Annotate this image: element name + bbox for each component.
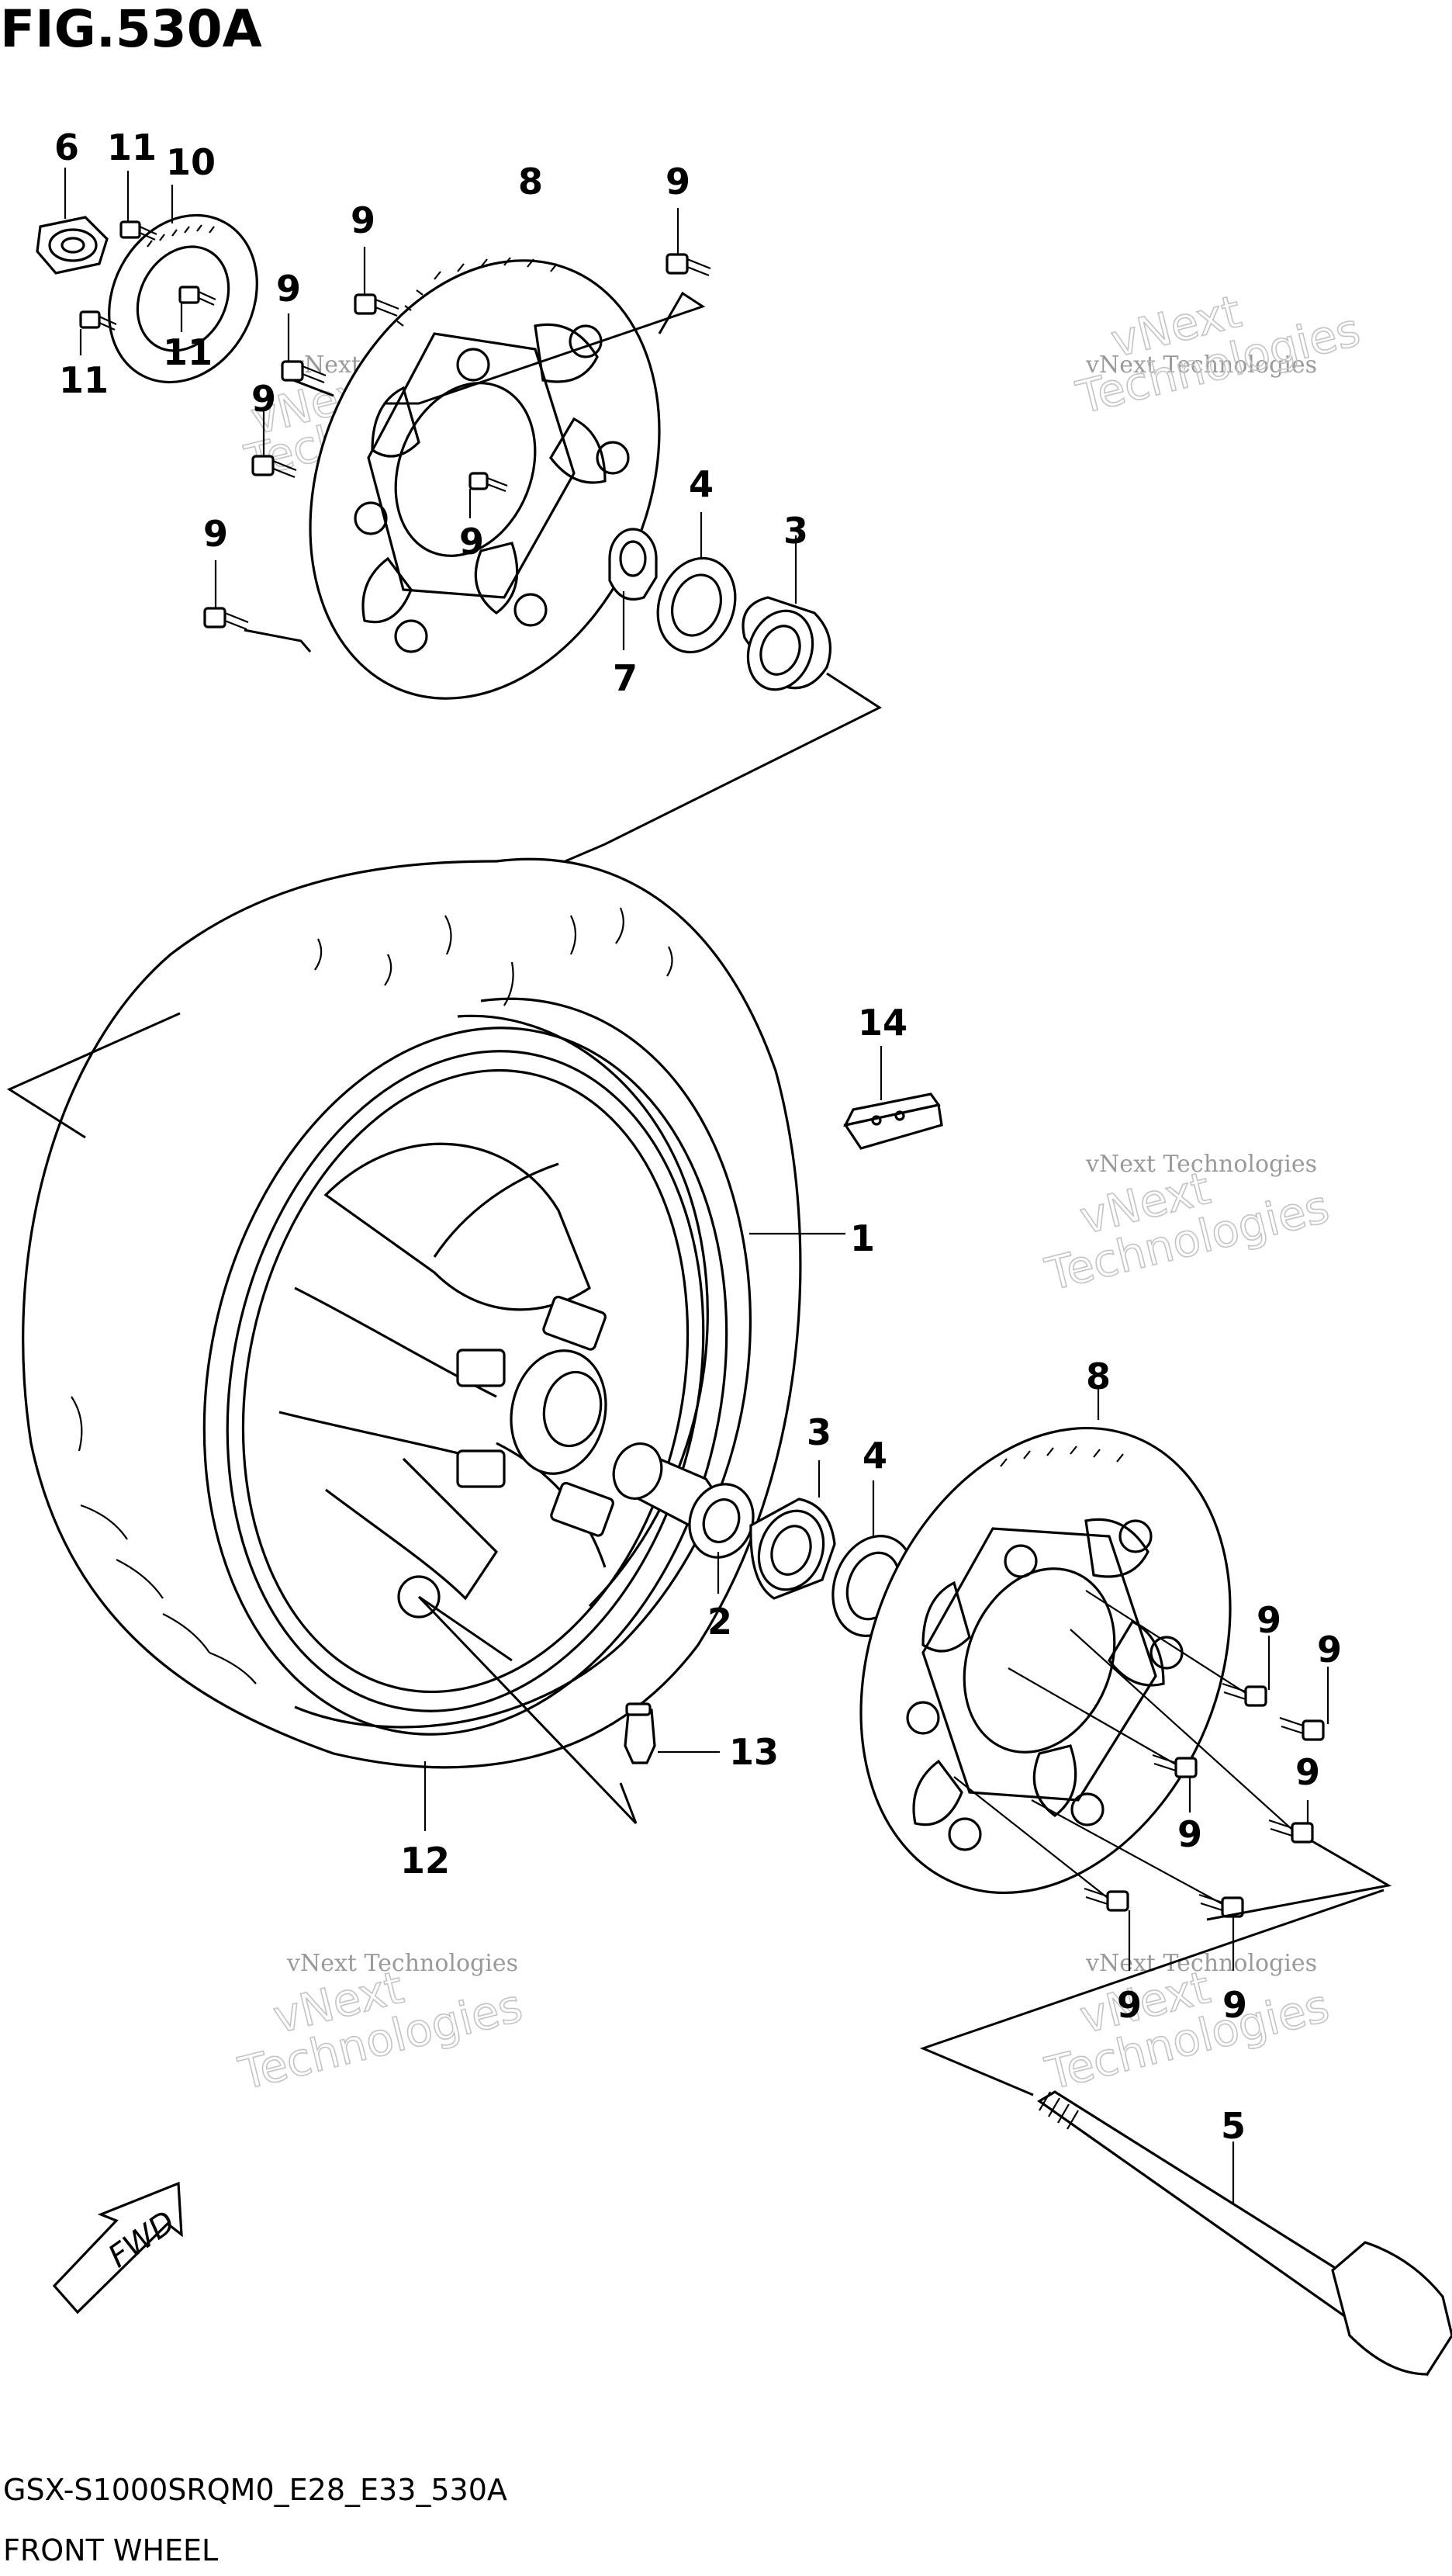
watermark-text: vNext Technologies: [286, 1950, 518, 1977]
callout-11: 11: [107, 126, 157, 168]
part-9-bolt: [468, 472, 508, 493]
part-7-collar: [608, 528, 658, 601]
callout-9: 9: [203, 513, 228, 555]
callout-11: 11: [59, 359, 109, 401]
figure-title: FIG.530A: [0, 0, 262, 59]
part-9-bolt: [1279, 1716, 1325, 1741]
fwd-arrow-icon: FWD: [52, 2181, 183, 2315]
callout-9: 9: [1117, 1984, 1142, 2026]
callout-3: 3: [807, 1411, 831, 1453]
callout-3: 3: [783, 510, 808, 552]
watermark-text: vNext Technologies: [1085, 1950, 1317, 1977]
part-3-bearing: [742, 596, 832, 691]
part-9-bolt: [1222, 1682, 1267, 1707]
part-11-bolt: [178, 286, 216, 306]
callout-5: 5: [1221, 2105, 1246, 2147]
part-11-bolt: [79, 310, 117, 331]
callout-9: 9: [1222, 1984, 1247, 2026]
callout-14: 14: [858, 1002, 908, 1044]
part-12-tire: [22, 857, 802, 1769]
part-2-spacer: [612, 1442, 755, 1559]
part-9-bolt: [354, 293, 399, 317]
part-9-bolt: [1084, 1887, 1129, 1912]
section-name: FRONT WHEEL: [3, 2533, 218, 2567]
watermark-text: vNext Technologies: [1085, 351, 1317, 379]
part-9-bolt: [203, 607, 249, 631]
callout-9: 9: [1317, 1629, 1342, 1671]
part-9-bolt: [1268, 1819, 1314, 1844]
watermark-text: vNext Technologies: [1085, 1151, 1317, 1178]
part-9-bolt: [666, 253, 711, 277]
part-11-bolt: [119, 220, 157, 241]
callout-9: 9: [1177, 1813, 1202, 1855]
part-8-brake-disc-lower: [859, 1426, 1232, 1895]
callout-11: 11: [163, 331, 213, 373]
callout-9: 9: [1295, 1751, 1320, 1793]
callout-9: 9: [251, 378, 276, 420]
part-4-oil-seal: [656, 556, 737, 654]
callout-labels: 6 11 10 11 11 8 9 9 9 9 9 9 4 3 7 14 1 8…: [54, 126, 1342, 2147]
callout-8: 8: [1086, 1356, 1111, 1397]
callout-9: 9: [459, 521, 484, 563]
callout-6: 6: [54, 126, 79, 168]
callout-4: 4: [689, 463, 714, 505]
part-5-axle: [1037, 2090, 1452, 2377]
callout-9: 9: [276, 268, 301, 310]
callout-9: 9: [1257, 1599, 1281, 1641]
part-14-balance-weight: [843, 1092, 943, 1150]
part-6-nut: [36, 216, 109, 275]
callout-2: 2: [707, 1601, 732, 1643]
callout-9: 9: [351, 199, 375, 241]
callout-12: 12: [400, 1840, 450, 1882]
part-3-bearing: [749, 1497, 836, 1600]
callout-7: 7: [613, 657, 638, 699]
part-13-valve: [624, 1702, 656, 1764]
part-9-bolt: [1152, 1754, 1198, 1778]
callout-9: 9: [666, 161, 690, 203]
callout-10: 10: [166, 141, 216, 183]
part-1-wheel-rim: [202, 1027, 728, 1736]
callout-13: 13: [729, 1731, 779, 1773]
callout-1: 1: [850, 1217, 875, 1259]
callout-8: 8: [518, 161, 543, 203]
part-9-bolt: [281, 360, 327, 384]
callout-4: 4: [863, 1435, 887, 1477]
diagram-code: GSX-S1000SRQM0_E28_E33_530A: [3, 2473, 507, 2507]
